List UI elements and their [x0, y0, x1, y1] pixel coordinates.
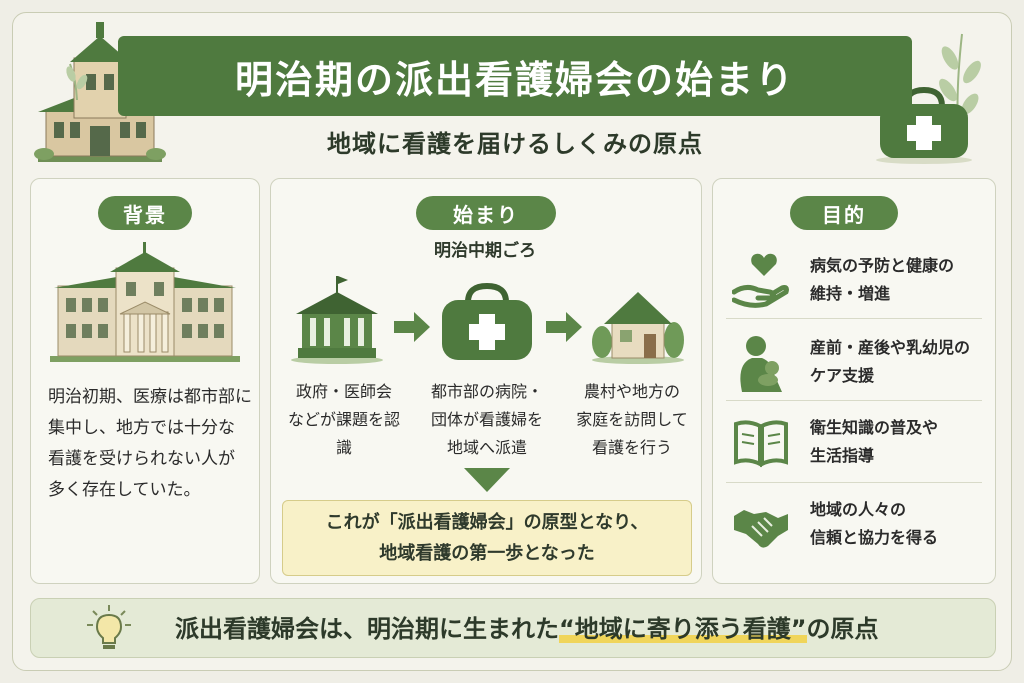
divider — [726, 318, 982, 319]
summary-highlight: “地域に寄り添う看護” — [559, 615, 807, 643]
origin-label: 始まり — [416, 196, 556, 230]
purpose-label: 目的 — [790, 196, 898, 230]
era-label: 明治中期ごろ — [434, 241, 536, 261]
arrow-down-icon — [464, 468, 510, 492]
arrow-right-icon — [394, 312, 430, 342]
purpose-item: 地域の人々の 信頼と協力を得る — [726, 496, 982, 554]
divider — [726, 400, 982, 401]
summary-text: 派出看護婦会は、明治期に生まれた“地域に寄り添う看護”の原点 — [175, 615, 879, 643]
page-title: 明治期の派出看護婦会の始まり — [118, 36, 912, 116]
arrow-right-icon — [546, 312, 582, 342]
step-recognition: 政府・医師会 などが課題を認識 — [287, 382, 400, 457]
western-hospital-building-icon — [50, 242, 240, 362]
page-subtitle: 地域に看護を届けるしくみの原点 — [327, 130, 703, 158]
farmhouse-icon — [592, 292, 684, 364]
divider — [726, 482, 982, 483]
handshake-icon — [734, 510, 788, 548]
summary-bar: 派出看護婦会は、明治期に生まれた“地域に寄り添う看護”の原点 — [30, 598, 996, 658]
step-dispatch: 都市部の病院・ 団体が看護婦を 地域へ派遣 — [430, 382, 543, 457]
purpose-item: 衛生知識の普及や 生活指導 — [726, 414, 982, 472]
purpose-item: 病気の予防と健康の 維持・増進 — [726, 252, 982, 310]
step-home-visit: 農村や地方の 家庭を訪問して 看護を行う — [576, 382, 688, 457]
mother-child-icon — [740, 336, 782, 392]
nurse-bag-icon — [442, 282, 532, 360]
background-description: 明治初期、医療は都市部に 集中し、地方では十分な 看護を受けられない人が 多く存… — [48, 387, 252, 500]
open-book-icon — [734, 420, 788, 468]
background-panel — [30, 178, 260, 584]
government-building-icon — [291, 276, 383, 364]
heart-hand-icon — [732, 253, 789, 308]
background-label: 背景 — [98, 196, 192, 230]
lightbulb-icon — [87, 605, 131, 649]
purpose-item: 産前・産後や乳幼児の ケア支援 — [726, 334, 982, 394]
conclusion-box: これが「派出看護婦会」の原型となり、 地域看護の第一歩となった — [282, 500, 692, 576]
leaf-sprig-icon — [66, 63, 88, 100]
leaf-branch-icon — [939, 33, 981, 128]
